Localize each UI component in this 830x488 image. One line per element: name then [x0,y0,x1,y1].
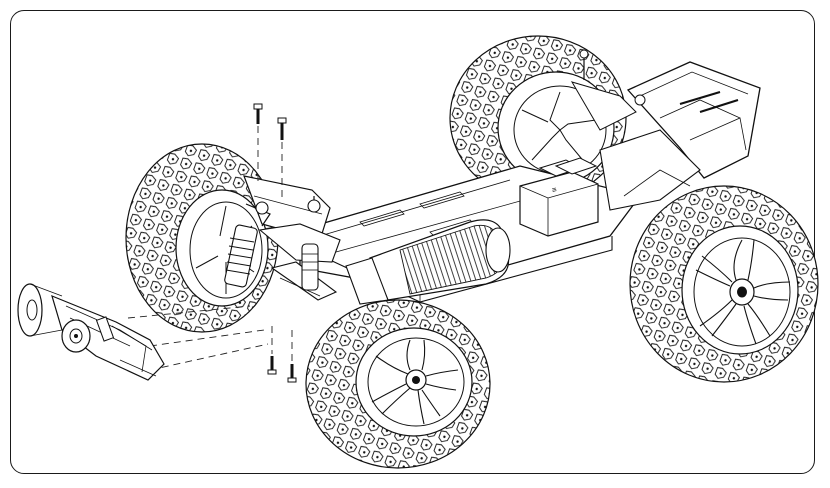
lower-screw-2 [287,330,297,383]
wheel-rear-right [629,185,819,383]
upper-screw-1 [253,103,263,186]
upper-screw-2 [277,117,287,200]
lower-screw-1 [267,326,277,375]
svg-text:≡: ≡ [551,185,558,195]
wheel-front-right [305,299,491,469]
rear-bumper [570,49,761,211]
motor-can [345,219,511,305]
front-shock [224,175,341,301]
esc-box: ≡ [519,157,599,237]
front-bumper-assembly [17,283,269,381]
